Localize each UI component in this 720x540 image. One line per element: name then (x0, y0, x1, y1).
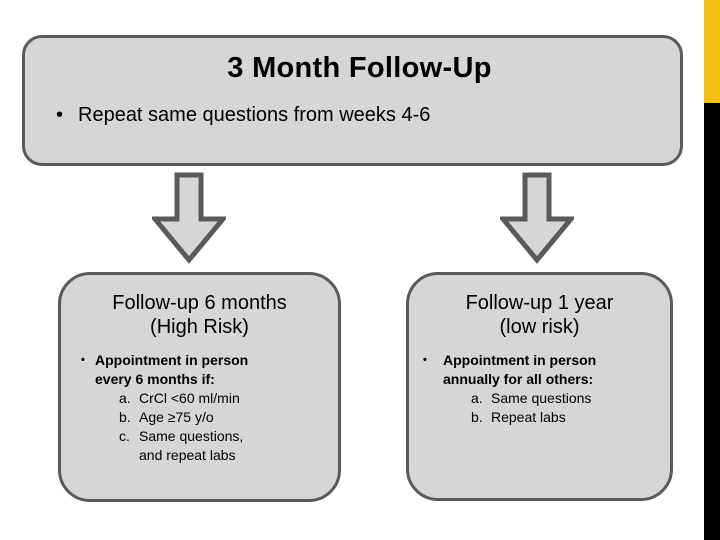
list-item-marker: b. (471, 409, 483, 425)
left-outcome-box: Follow-up 6 months (High Risk) • Appoint… (58, 272, 341, 502)
list-item: c. Same questions, (119, 427, 330, 446)
right-box-bullet-line1: Appointment in person (443, 352, 597, 368)
down-arrow-icon-left (152, 172, 226, 264)
left-box-bullet-text: Appointment in person every 6 months if: (95, 351, 330, 389)
left-box-body: • Appointment in person every 6 months i… (61, 351, 338, 465)
list-item-marker: c. (119, 428, 130, 444)
list-item-marker: a. (471, 390, 483, 406)
right-box-sub-list: a. Same questions b. Repeat labs (423, 389, 662, 427)
bullet-icon: • (81, 354, 85, 366)
list-item-text: Repeat labs (491, 409, 566, 425)
page-title: 3 Month Follow-Up (227, 52, 492, 84)
right-box-heading: Follow-up 1 year (low risk) (409, 275, 670, 339)
list-item-marker: b. (119, 409, 131, 425)
left-box-heading: Follow-up 6 months (High Risk) (61, 275, 338, 339)
edge-accent-black (704, 103, 720, 540)
left-box-bullet-line2: every 6 months if: (95, 371, 215, 387)
left-box-bullet-line1: Appointment in person (95, 352, 249, 368)
right-box-heading-line1: Follow-up 1 year (465, 292, 614, 314)
list-item-text: Same questions, (139, 428, 244, 444)
right-box-bullet-item: • Appointment in person annually for all… (423, 351, 662, 389)
list-item-text: CrCl <60 ml/min (139, 390, 240, 406)
right-box-body: • Appointment in person annually for all… (409, 351, 670, 427)
list-item-text: Age ≥75 y/o (139, 409, 214, 425)
down-arrow-icon-right (500, 172, 574, 264)
left-box-sub-list: a. CrCl <60 ml/min b. Age ≥75 y/o c. Sam… (81, 389, 330, 446)
header-bullet-item: • Repeat same questions from weeks 4-6 (25, 104, 680, 126)
bullet-icon: • (56, 104, 64, 126)
left-box-sub-continuation: and repeat labs (139, 447, 236, 463)
left-box-heading-line1: Follow-up 6 months (112, 292, 287, 314)
list-item: b. Age ≥75 y/o (119, 408, 330, 427)
right-box-heading-line2: (low risk) (499, 316, 580, 338)
list-item-text: Same questions (491, 390, 592, 406)
right-box-bullet-line2: annually for all others: (443, 371, 594, 387)
header-box: 3 Month Follow-Up • Repeat same question… (22, 35, 683, 166)
list-item: a. CrCl <60 ml/min (119, 389, 330, 408)
list-item: b. Repeat labs (471, 408, 662, 427)
right-box-bullet-text: Appointment in person annually for all o… (437, 351, 662, 389)
left-box-bullet-item: • Appointment in person every 6 months i… (81, 351, 330, 389)
list-item: a. Same questions (471, 389, 662, 408)
list-item-marker: a. (119, 390, 131, 406)
bullet-icon: • (423, 354, 427, 366)
left-box-heading-line2: (High Risk) (150, 316, 249, 338)
edge-accent-yellow (704, 0, 720, 103)
header-bullet-text: Repeat same questions from weeks 4-6 (78, 104, 431, 126)
right-outcome-box: Follow-up 1 year (low risk) • Appointmen… (406, 272, 673, 501)
